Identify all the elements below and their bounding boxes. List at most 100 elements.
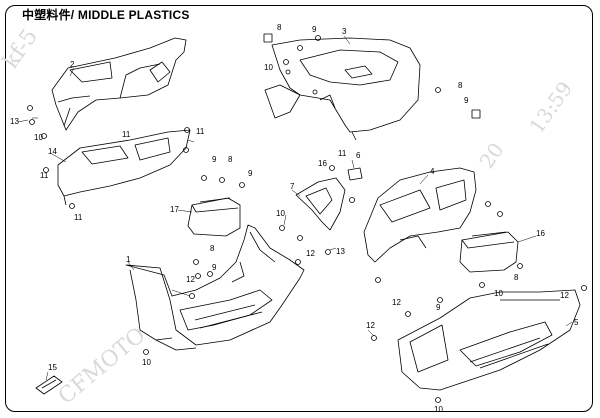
callout-8: 8: [210, 244, 215, 253]
fastener-bolt: [295, 259, 301, 265]
part-small-clip: [347, 167, 363, 181]
part-right-storage-box: [459, 231, 519, 273]
part-center-tank-cover: [264, 37, 421, 141]
fastener-bolt: [315, 35, 321, 41]
fastener-bolt: [517, 263, 523, 269]
callout-3: 3: [342, 27, 347, 36]
callout-9: 9: [212, 155, 217, 164]
fastener-bolt: [193, 259, 199, 265]
fastener-bolt: [325, 249, 331, 255]
callout-12: 12: [306, 249, 315, 258]
callout-4: 4: [430, 167, 435, 176]
callout-10: 10: [434, 405, 443, 414]
callout-11: 11: [196, 127, 205, 136]
callout-11: 11: [40, 171, 49, 180]
callout-9: 9: [312, 25, 317, 34]
callout-7: 7: [290, 182, 295, 191]
fastener-bolt: [41, 133, 47, 139]
callout-6: 6: [356, 151, 361, 160]
part-left-floorboard: [125, 224, 305, 351]
fastener-bolt: [297, 45, 303, 51]
fastener-bolt: [143, 349, 149, 355]
callout-9: 9: [464, 96, 469, 105]
callout-12: 12: [392, 298, 401, 307]
fastener-bolt: [184, 127, 190, 133]
part-center-bracket: [295, 177, 346, 231]
watermark-date: 20: [474, 138, 508, 173]
fastener-grommet: [471, 109, 481, 119]
fastener-bolt: [349, 197, 355, 203]
callout-11: 11: [338, 149, 347, 158]
leader-lines: [17, 35, 573, 381]
callout-8: 8: [228, 155, 233, 164]
callout-5: 5: [574, 318, 579, 327]
fastener-grommet: [263, 33, 273, 43]
part-right-floorboard: [397, 289, 581, 391]
callout-8: 8: [458, 81, 463, 90]
fastener-bolt: [405, 311, 411, 317]
callout-16: 16: [318, 159, 327, 168]
fastener-bolt: [435, 397, 441, 403]
callout-9: 9: [212, 263, 217, 272]
fastener-bolt: [581, 285, 587, 291]
callout-8: 8: [277, 23, 282, 32]
part-sticker: [35, 375, 63, 395]
fastener-bolt: [195, 273, 201, 279]
callout-12: 12: [560, 291, 569, 300]
fastener-bolt: [435, 87, 441, 93]
fastener-bolt: [485, 201, 491, 207]
fastener-bolt: [29, 119, 35, 125]
callout-10: 10: [276, 209, 285, 218]
callout-2: 2: [70, 60, 75, 69]
callout-labels: 2 3 4 5 6 7 1 14 15 16 16 17 8 8 8 8 8 9…: [10, 23, 579, 414]
callout-15: 15: [48, 363, 57, 372]
callout-12: 12: [366, 321, 375, 330]
fastener-bolt: [375, 277, 381, 283]
watermark-kf: kf-5: [0, 25, 43, 74]
drawing-frame: [5, 5, 593, 412]
callout-9: 9: [248, 169, 253, 178]
fastener-bolt: [27, 105, 33, 111]
watermark-group: kf-5 CFMOTO 13:59 20: [0, 25, 577, 410]
callout-11: 11: [122, 130, 131, 139]
fastener-bolt: [201, 175, 207, 181]
fastener-bolt: [437, 297, 443, 303]
callout-10: 10: [34, 133, 43, 142]
fastener-bolt: [43, 167, 49, 173]
fastener-bolt: [479, 282, 485, 288]
callout-17: 17: [170, 205, 179, 214]
fastener-bolt: [279, 225, 285, 231]
fastener-bolt: [219, 177, 225, 183]
fastener-bolt: [183, 147, 189, 153]
callout-9: 9: [436, 303, 441, 312]
fastener-bolt: [207, 271, 213, 277]
callout-10: 10: [142, 358, 151, 367]
callout-10: 10: [264, 63, 273, 72]
callout-1: 1: [126, 255, 131, 264]
part-left-upper-fender: [51, 37, 187, 131]
fastener-bolt: [497, 211, 503, 217]
callout-13: 13: [336, 247, 345, 256]
callout-11: 11: [74, 213, 83, 222]
fastener-bolt: [239, 182, 245, 188]
part-left-lower-tray: [57, 129, 191, 206]
fastener-bolt: [297, 235, 303, 241]
fastener-bolt: [283, 59, 289, 65]
watermark-cfmoto: CFMOTO: [54, 323, 151, 410]
fastener-bolt: [189, 293, 195, 299]
page-title: 中塑料件/ MIDDLE PLASTICS: [22, 8, 190, 22]
callout-14: 14: [48, 147, 57, 156]
part-right-upper-fender: [363, 167, 477, 263]
part-battery-box: [187, 197, 241, 237]
fastener-bolt: [329, 165, 335, 171]
callout-8: 8: [514, 273, 519, 282]
callout-12: 12: [186, 275, 195, 284]
watermark-time: 13:59: [524, 77, 577, 138]
fastener-group: [27, 33, 587, 403]
fastener-bolt: [69, 203, 75, 209]
callout-10: 10: [494, 289, 503, 298]
callout-16: 16: [536, 229, 545, 238]
fastener-bolt: [371, 335, 377, 341]
callout-13: 13: [10, 117, 19, 126]
